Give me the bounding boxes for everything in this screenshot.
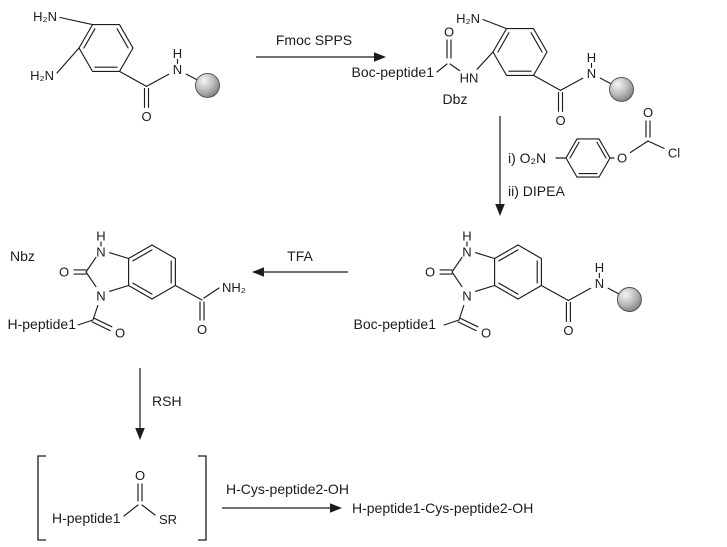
bracket-right [198, 455, 207, 541]
carbonyl-double-bond [199, 301, 205, 321]
fmoc-spps-label: Fmoc SPPS [276, 32, 352, 48]
atom-label-o: O [135, 468, 145, 483]
rsh-label: RSH [152, 393, 182, 409]
atom-label-h2n: H₂N [33, 9, 57, 24]
benzene-ring [78, 24, 134, 72]
benzene-ring [565, 138, 611, 178]
activation-step2-label: ii) DIPEA [508, 183, 565, 199]
structure-diaminobenzoyl-resin: H₂N H₂N [30, 9, 221, 125]
atom-label-o: O [617, 151, 627, 166]
h-peptide1-label: H-peptide1 [52, 510, 121, 526]
atom-label-o: O [197, 322, 207, 337]
bond [629, 140, 649, 154]
atom-label-cl: Cl [668, 146, 680, 161]
carbonyl-double-bond [645, 120, 651, 138]
bond [174, 284, 203, 301]
arrow-activation [495, 116, 505, 216]
amine-bonds [56, 16, 94, 74]
nbz-label: Nbz [10, 248, 35, 264]
reagent-nitrophenyl-chloroformate: i) O₂N O O Cl ii) DIPEA [508, 105, 680, 199]
aromatic-double-bonds [83, 28, 129, 68]
benzene-ring [492, 28, 548, 76]
activation-step1-label: i) O₂N [508, 150, 546, 166]
arrow-fmoc-spps: Fmoc SPPS [256, 32, 386, 62]
dbz-label: Dbz [443, 91, 468, 107]
arrow-tfa: TFA [252, 248, 348, 277]
atom-label-sr: SR [159, 512, 177, 527]
boc-peptide1-label: Boc-peptide1 [353, 316, 436, 332]
bond [123, 504, 139, 517]
benzimidazolinone-core [58, 227, 176, 342]
arrow-head [374, 52, 386, 62]
atom-label-o: O [643, 105, 653, 120]
arrow-head [495, 204, 505, 216]
aromatic-double-bonds [497, 32, 543, 72]
arrow-head [330, 503, 342, 513]
atom-label-h2n: H₂N [30, 68, 54, 83]
atom-label-nh2: NH₂ [222, 280, 246, 295]
atom-label-o: O [444, 25, 454, 40]
boc-peptide1-label: Boc-peptide1 [351, 64, 434, 80]
h-peptide1-label: H-peptide1 [8, 316, 77, 332]
product-label: H-peptide1-Cys-peptide2-OH [352, 500, 533, 516]
benzimidazolinone-core [424, 227, 542, 342]
structure-nbz-resin: Boc-peptide1 [353, 227, 642, 342]
bond [141, 504, 156, 516]
carbonyl-double-bond [137, 483, 143, 502]
amide-resin-arm [532, 49, 635, 129]
arrow-head [135, 428, 145, 440]
arrow-ligation: H-Cys-peptide2-OH [222, 481, 349, 513]
structure-dbz-resin: H₂N HN O Boc-peptide1 Dbz [351, 11, 635, 129]
tfa-label: TFA [287, 248, 313, 264]
aromatic-double-bonds [569, 141, 607, 175]
carbonyl-double-bond [446, 39, 452, 59]
ligation-reagent-label: H-Cys-peptide2-OH [226, 481, 349, 497]
amide-bonds [449, 51, 494, 72]
atom-label-hn: HN [460, 71, 479, 86]
amide-resin-arm [118, 45, 221, 125]
bond [203, 287, 220, 299]
arrow-rsh: RSH [135, 368, 182, 440]
bond [436, 63, 448, 73]
bond [647, 140, 665, 149]
atom-label-h2n: H₂N [456, 11, 480, 26]
amine-bond [482, 18, 508, 30]
structure-nbz-peptide: Nbz H-peptide1 O NH₂ [8, 227, 246, 342]
bracket-left [37, 455, 46, 541]
amide-resin-arm [540, 259, 642, 339]
arrow-head [252, 267, 264, 277]
structure-thioester-intermediate: H-peptide1 O SR [37, 455, 207, 541]
